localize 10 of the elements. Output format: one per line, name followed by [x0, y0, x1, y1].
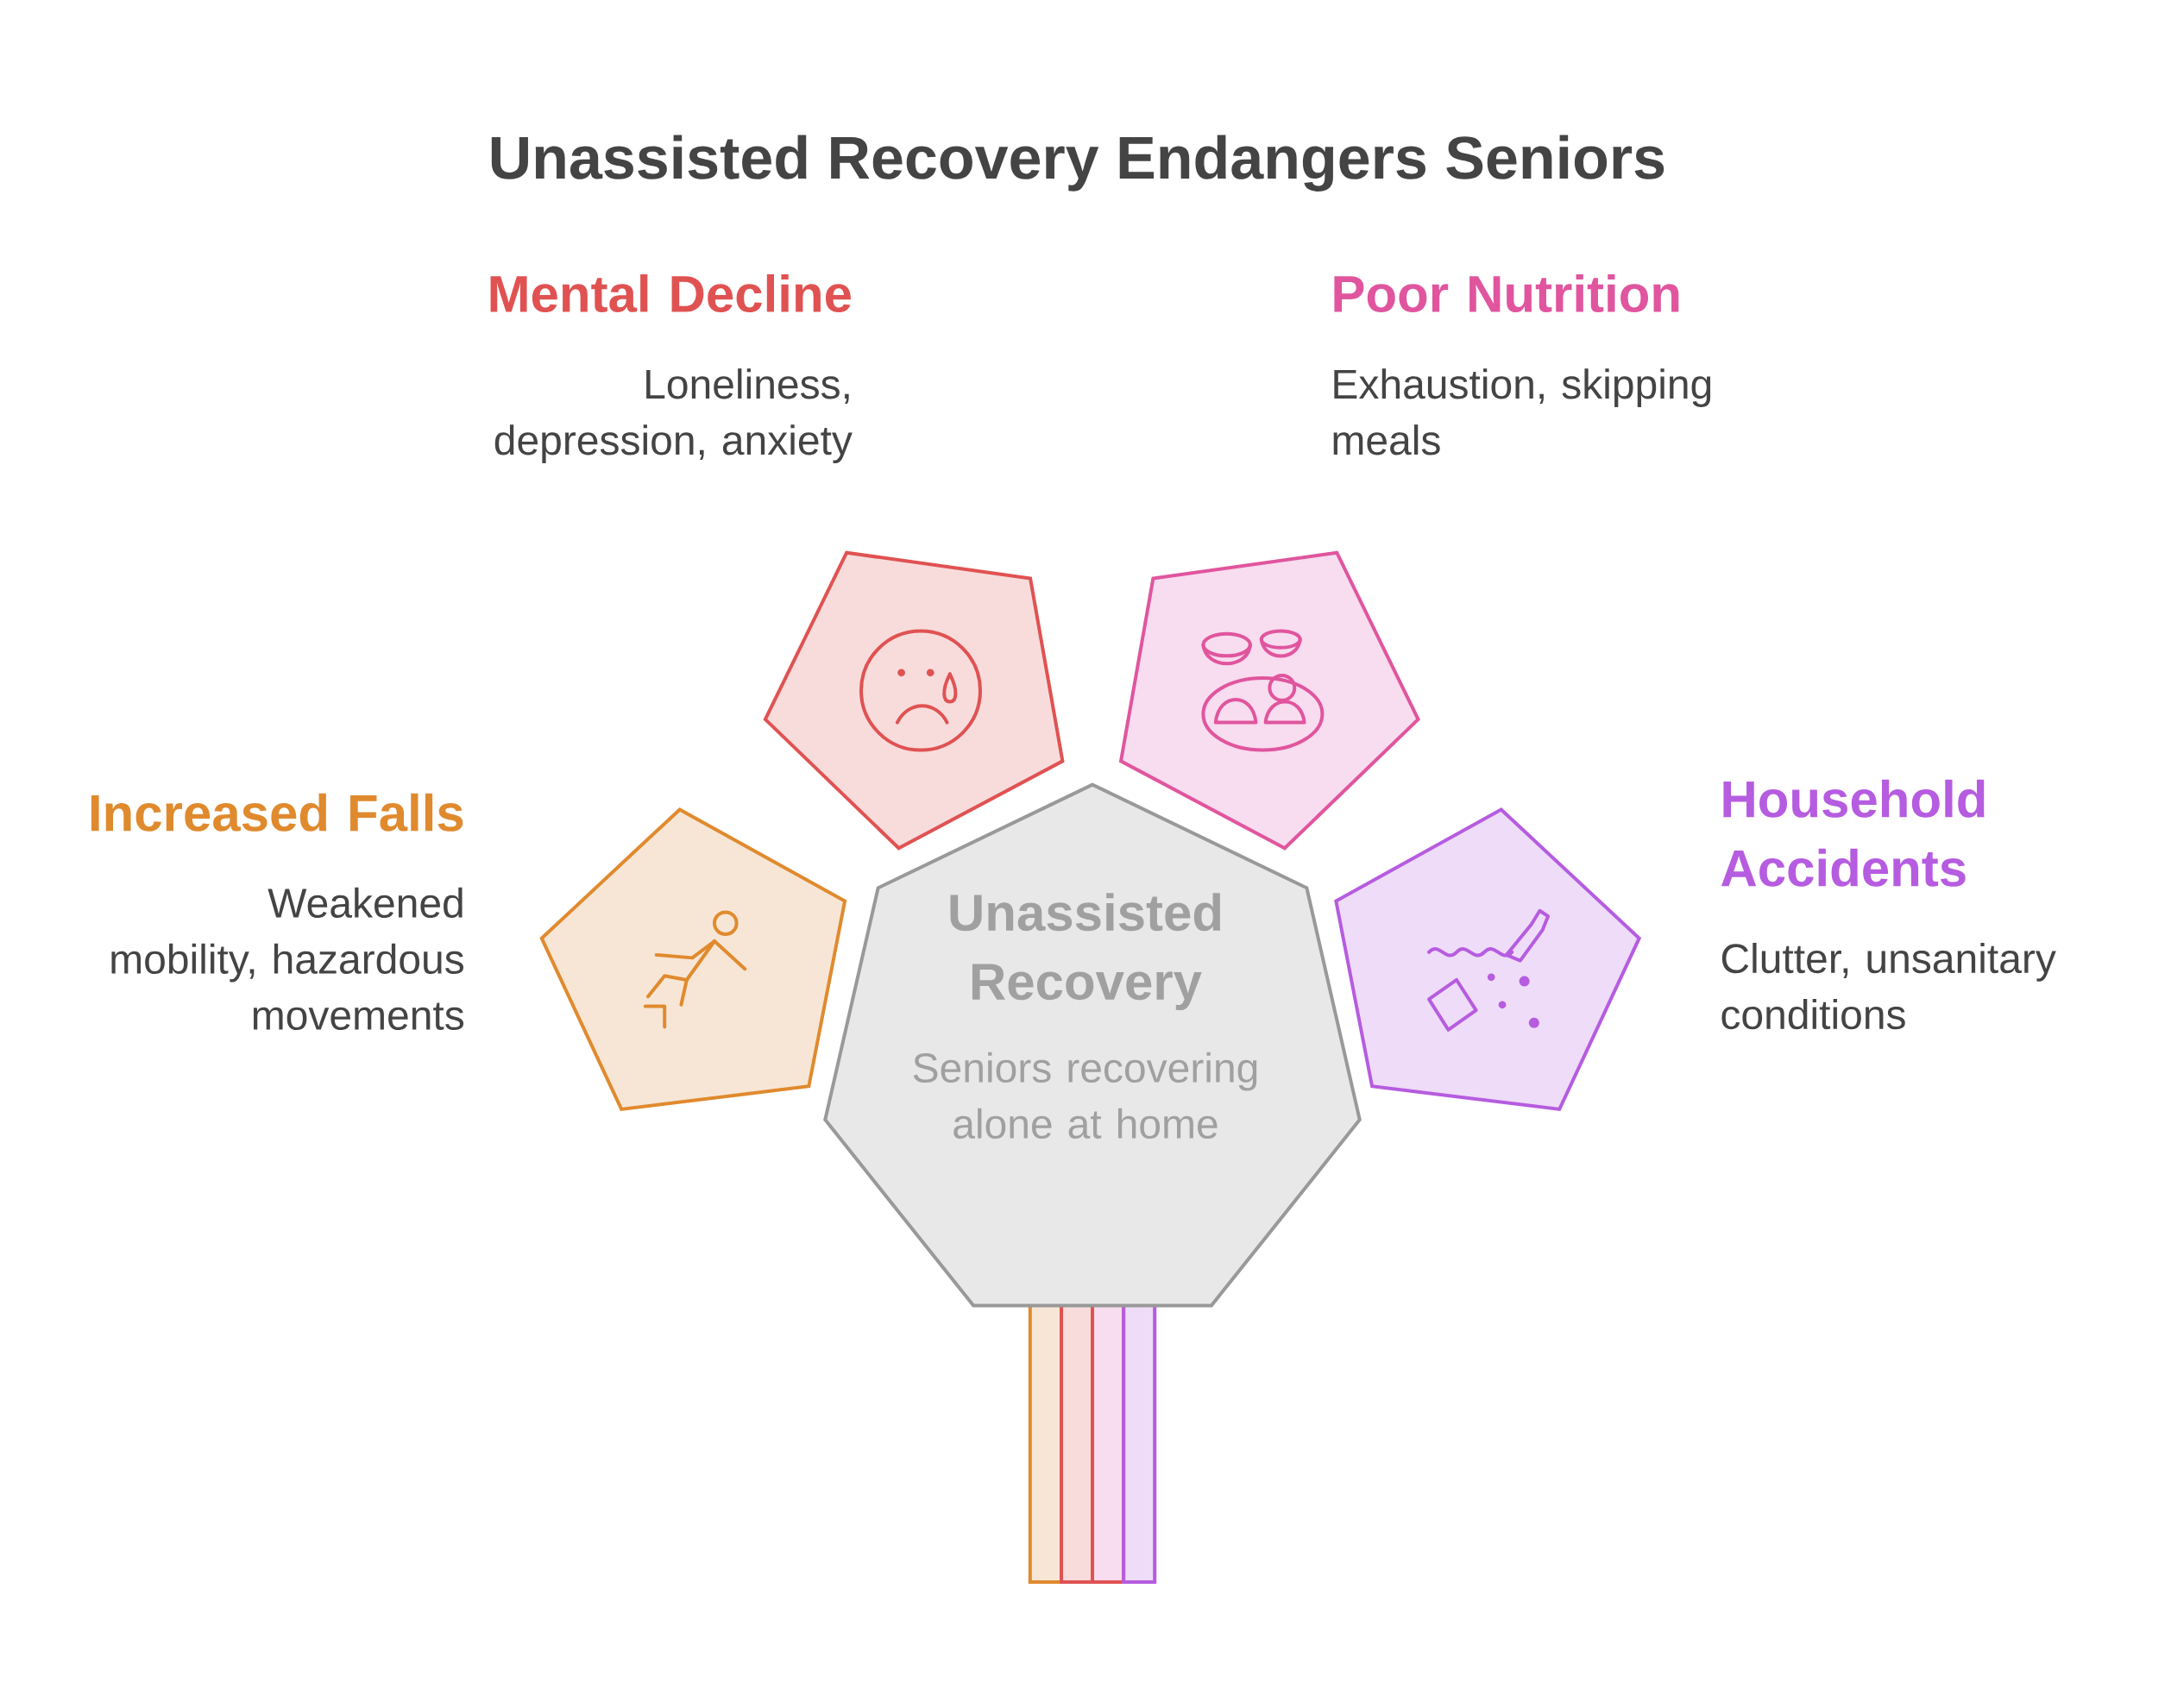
- heading: Increased Falls: [91, 793, 463, 832]
- heading: Poor Nutrition: [1334, 274, 1679, 313]
- heading: Mental Decline: [490, 274, 851, 313]
- heptagon: Unassisted Recovery Seniors recovering alone at home: [823, 782, 1362, 1308]
- description: Loneliness, depression, anxiety: [494, 368, 853, 463]
- description: Exhaustion, skipping meals: [1333, 368, 1711, 455]
- heading: Household Accidents: [1721, 779, 1985, 887]
- title: Unassisted Recovery Endangers Seniors: [491, 135, 1664, 192]
- description: Weakened mobility, hazardous movements: [111, 887, 464, 1031]
- description: Clutter, unsanitary conditions: [1721, 942, 2056, 1030]
